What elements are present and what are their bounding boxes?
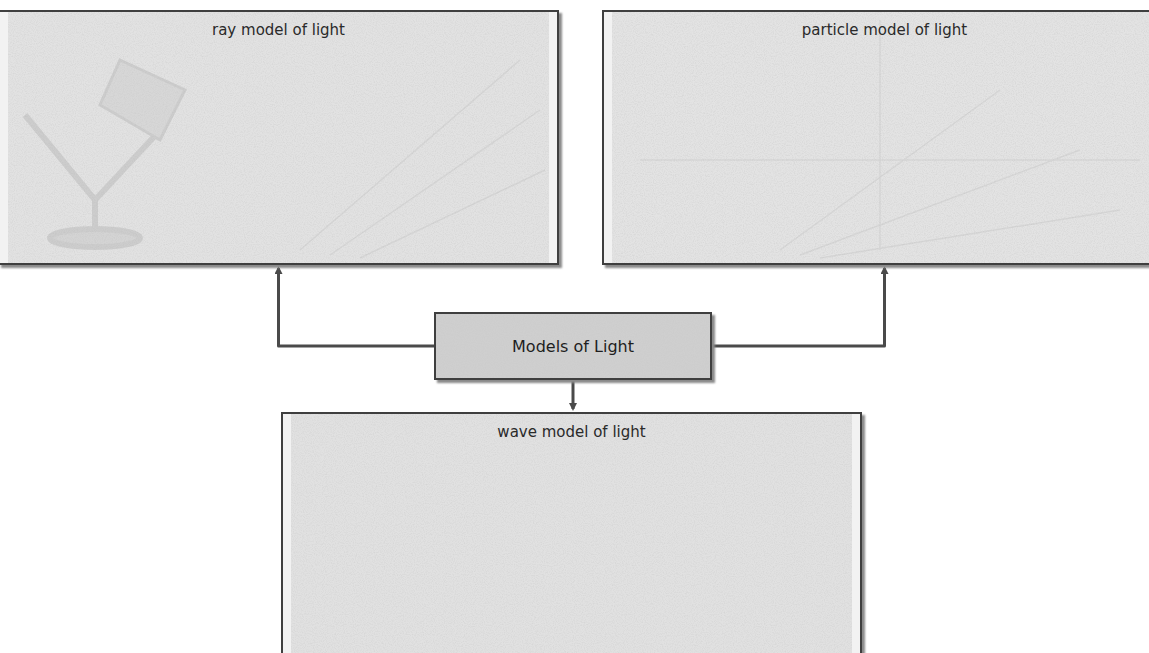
- concept-box: Models of Light: [434, 312, 712, 380]
- box-label: Models of Light: [512, 337, 634, 356]
- model-box: ray model of light: [0, 10, 559, 265]
- box-ground: [434, 312, 712, 380]
- connector-arrow: [279, 268, 435, 346]
- box-label: wave model of light: [283, 414, 860, 441]
- model-box: particle model of light: [602, 10, 1149, 265]
- connector-arrow: [572, 380, 575, 409]
- box-label: particle model of light: [604, 12, 1149, 39]
- box-label: ray model of light: [0, 12, 557, 39]
- connector-arrow: [712, 268, 885, 346]
- box-grain: [434, 312, 712, 380]
- model-box: wave model of light: [281, 412, 862, 653]
